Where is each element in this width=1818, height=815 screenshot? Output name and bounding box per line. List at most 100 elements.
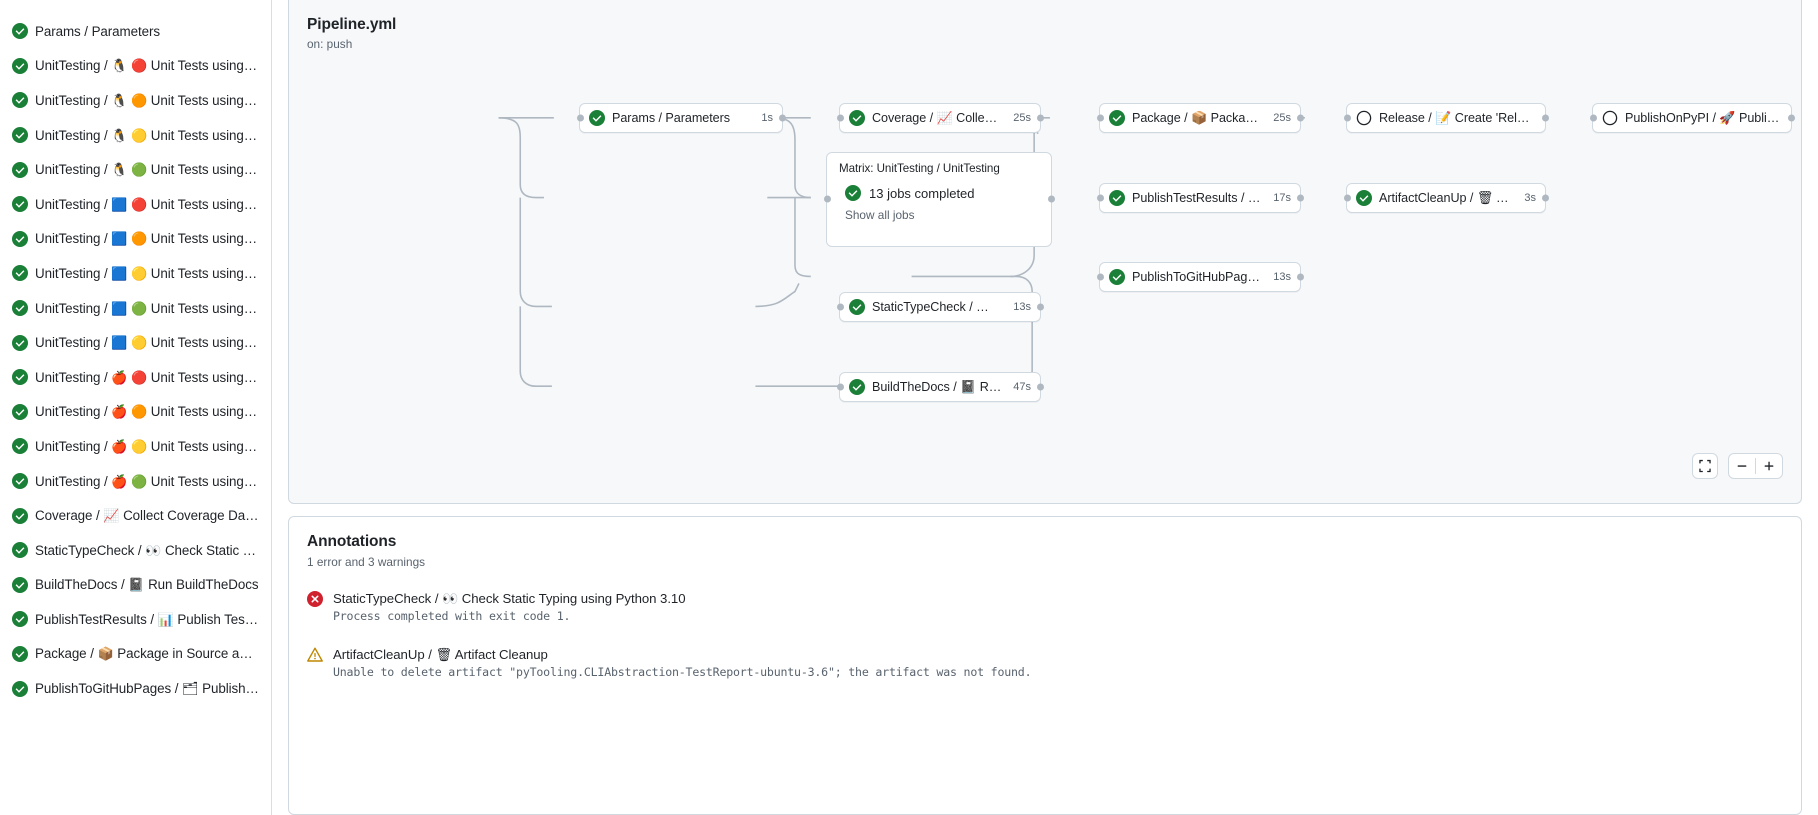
success-check-icon	[12, 403, 28, 420]
node-input-pin	[1343, 114, 1351, 122]
green-circle-icon: 🟢	[131, 473, 148, 489]
sidebar-item-label: UnitTesting / 🟦 🟡 Unit Tests using Pyth.…	[35, 335, 259, 351]
node-output-pin	[1036, 303, 1044, 311]
sidebar-item-job[interactable]: UnitTesting / 🟦 🟡 Unit Tests using Pyth.…	[4, 256, 267, 291]
yellow-circle-icon: 🟡	[131, 438, 148, 454]
page-title: Pipeline.yml	[307, 16, 397, 33]
zoom-out-icon[interactable]	[1729, 454, 1755, 478]
show-all-jobs-link[interactable]: Show all jobs	[845, 208, 915, 222]
sidebar-item-label: PublishTestResults / 📊 Publish Test Resu…	[35, 611, 259, 627]
graph-node-duration: 1s	[761, 112, 773, 124]
sidebar-item-job[interactable]: UnitTesting / 🟦 🔴 Unit Tests using Pyth.…	[4, 187, 267, 222]
graph-canvas[interactable]: Params / Parameters 1s Coverage / 📈 Collec…	[289, 0, 1801, 503]
orange-circle-icon: 🟠	[131, 92, 148, 108]
node-input-pin	[1343, 194, 1351, 202]
sidebar-item-job[interactable]: PublishToGitHubPages / 🗂 Publish to G...	[4, 671, 267, 706]
sidebar-item-job[interactable]: UnitTesting / 🐧 🔴 Unit Tests using Pyth.…	[4, 49, 267, 84]
node-input-pin	[1589, 114, 1597, 122]
success-check-icon	[849, 379, 865, 395]
success-check-icon	[589, 110, 605, 126]
sidebar-item-job[interactable]: UnitTesting / 🐧 🟡 Unit Tests using Pyth.…	[4, 118, 267, 153]
sidebar-item-job[interactable]: UnitTesting / 🟦 🟢 Unit Tests using Pyth.…	[4, 291, 267, 326]
sidebar-item-job[interactable]: UnitTesting / 🍎 🟡 Unit Tests using Pyth.…	[4, 429, 267, 464]
penguin-icon: 🐧	[111, 127, 128, 143]
trigger-event: on: push	[307, 37, 353, 51]
node-input-pin	[1096, 194, 1104, 202]
yellow-circle-icon: 🟡	[131, 127, 148, 143]
sidebar-item-label: Params / Parameters	[35, 23, 160, 39]
apple-icon: 🍎	[111, 369, 128, 385]
sidebar-item-job[interactable]: Params / Parameters	[4, 14, 267, 49]
graph-node-label: Release / 📝 Create 'Release P...	[1379, 111, 1536, 125]
notebook-icon: 📓	[128, 577, 145, 593]
sidebar-item-label: BuildTheDocs / 📓 Run BuildTheDocs	[35, 577, 259, 593]
sidebar-item-job[interactable]: UnitTesting / 🟦 🟡 Unit Tests using Pyth.…	[4, 325, 267, 360]
graph-node-duration: 13s	[1273, 271, 1291, 283]
matrix-jobs-count: 13 jobs completed	[869, 185, 975, 201]
graph-node-pubpages[interactable]: PublishToGitHubPages / 🗂 ...13s	[1096, 262, 1304, 292]
sidebar-item-job[interactable]: UnitTesting / 🍎 🟠 Unit Tests using Pyth.…	[4, 395, 267, 430]
graph-node-params[interactable]: Params / Parameters 1s	[576, 103, 786, 133]
sidebar-item-job[interactable]: PublishTestResults / 📊 Publish Test Resu…	[4, 602, 267, 637]
graph-node-cleanup[interactable]: ArtifactCleanUp / 🗑 Artifac...3s	[1343, 183, 1549, 213]
matrix-group-box[interactable]: Matrix: UnitTesting / UnitTesting 13 job…	[823, 152, 1055, 247]
penguin-icon: 🐧	[111, 92, 128, 108]
graph-node-statictype[interactable]: StaticTypeCheck / 👀 Chec...13s	[836, 292, 1044, 322]
graph-node-label: ArtifactCleanUp / 🗑 Artifac...	[1379, 191, 1513, 205]
graph-node-pypi[interactable]: PublishOnPyPI / 🚀 Publish to ...	[1589, 103, 1795, 133]
graph-node-builddocs[interactable]: BuildTheDocs / 📓 Run Buil...47s	[836, 372, 1044, 402]
chart-increasing-icon: 📈	[103, 508, 120, 524]
node-input-pin	[1096, 273, 1104, 281]
graph-node-label: PublishTestResults / 📊 Pu...	[1132, 191, 1262, 205]
fit-to-screen-icon[interactable]	[1692, 453, 1718, 479]
success-check-icon	[12, 300, 28, 317]
sidebar-item-label: UnitTesting / 🟦 🟠 Unit Tests using Pyth.…	[35, 231, 259, 247]
node-input-pin	[836, 114, 844, 122]
orange-circle-icon: 🟠	[131, 231, 148, 247]
sidebar-item-job[interactable]: UnitTesting / 🍎 🟢 Unit Tests using Pyth.…	[4, 464, 267, 499]
node-input-pin	[836, 383, 844, 391]
graph-node-label: PublishOnPyPI / 🚀 Publish to ...	[1625, 111, 1782, 125]
matrix-output-pin	[1047, 195, 1055, 203]
graph-node-release[interactable]: Release / 📝 Create 'Release P...	[1343, 103, 1549, 133]
graph-node-package[interactable]: Package / 📦 Package in So...25s	[1096, 103, 1304, 133]
green-circle-icon: 🟢	[131, 300, 148, 316]
sidebar-item-label: UnitTesting / 🐧 🔴 Unit Tests using Pyth.…	[35, 58, 259, 74]
matrix-group-summary[interactable]: 13 jobs completed	[827, 175, 1051, 201]
sidebar-item-job[interactable]: Package / 📦 Package in Source and Wh...	[4, 637, 267, 672]
graph-node-coverage[interactable]: Coverage / 📈 Collect Cove...25s	[836, 103, 1044, 133]
sidebar-item-label: Package / 📦 Package in Source and Wh...	[35, 646, 259, 662]
success-check-icon	[12, 542, 28, 559]
sidebar-item-label: UnitTesting / 🐧 🟢 Unit Tests using Pyth.…	[35, 162, 259, 178]
sidebar-item-label: StaticTypeCheck / 👀 Check Static Typing.…	[35, 542, 259, 558]
success-check-icon	[849, 299, 865, 315]
graph-node-pubtest[interactable]: PublishTestResults / 📊 Pu...17s	[1096, 183, 1304, 213]
node-output-pin	[1036, 114, 1044, 122]
sidebar-item-job[interactable]: Coverage / 📈 Collect Coverage Data usi..…	[4, 498, 267, 533]
success-check-icon	[12, 576, 28, 593]
red-circle-icon: 🔴	[131, 196, 148, 212]
apple-icon: 🍎	[111, 404, 128, 420]
sidebar-item-job[interactable]: UnitTesting / 🐧 🟠 Unit Tests using Pyth.…	[4, 83, 267, 118]
graph-node-duration: 13s	[1013, 301, 1031, 313]
annotation-item[interactable]: StaticTypeCheck / 👀 Check Static Typing …	[307, 591, 1783, 623]
sidebar-item-job[interactable]: StaticTypeCheck / 👀 Check Static Typing.…	[4, 533, 267, 568]
sidebar-item-job[interactable]: UnitTesting / 🍎 🔴 Unit Tests using Pyth.…	[4, 360, 267, 395]
graph-node-duration: 25s	[1273, 112, 1291, 124]
yellow-circle-icon: 🟡	[131, 335, 148, 351]
sidebar-item-job[interactable]: BuildTheDocs / 📓 Run BuildTheDocs	[4, 568, 267, 603]
sidebar-item-job[interactable]: UnitTesting / 🟦 🟠 Unit Tests using Pyth.…	[4, 222, 267, 257]
memo-icon: 📝	[1435, 111, 1452, 125]
zoom-button-group[interactable]	[1728, 453, 1783, 479]
sidebar-item-job[interactable]: UnitTesting / 🐧 🟢 Unit Tests using Pyth.…	[4, 152, 267, 187]
sidebar-item-label: UnitTesting / 🟦 🟡 Unit Tests using Pyth.…	[35, 265, 259, 281]
yellow-circle-icon: 🟡	[131, 265, 148, 281]
graph-node-label: Params / Parameters	[612, 111, 731, 125]
sidebar-item-label: UnitTesting / 🍎 🔴 Unit Tests using Pyth.…	[35, 369, 259, 385]
success-check-icon	[12, 369, 28, 386]
graph-zoom-controls[interactable]	[1692, 453, 1783, 479]
zoom-in-icon[interactable]	[1756, 454, 1782, 478]
sidebar-item-label: UnitTesting / 🟦 🔴 Unit Tests using Pyth.…	[35, 196, 259, 212]
